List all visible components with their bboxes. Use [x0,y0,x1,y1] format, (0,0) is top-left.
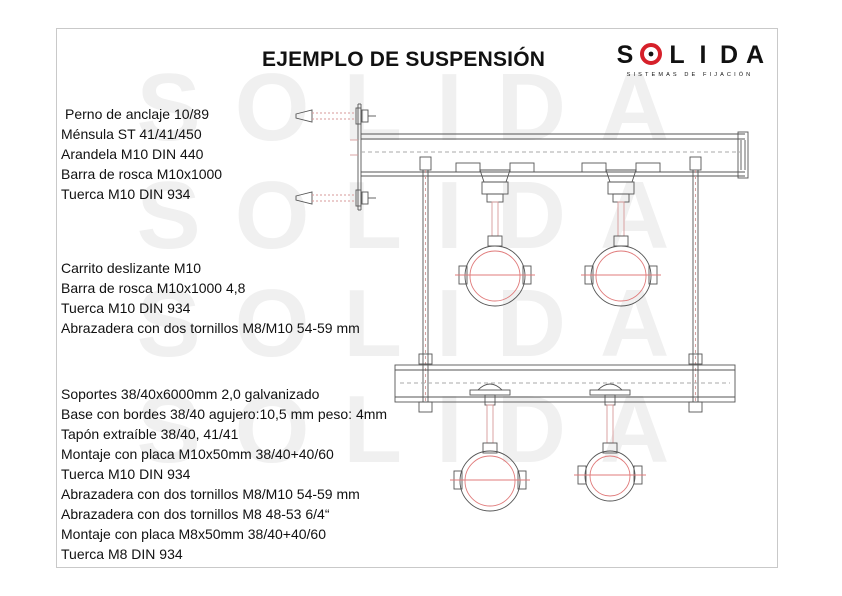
logo-letter: S [617,41,634,69]
list-item: Abrazadera con dos tornillos M8 48-53 6/… [61,506,330,522]
list-item: Arandela M10 DIN 440 [61,146,204,162]
list-item: Base con bordes 38/40 agujero:10,5 mm pe… [61,406,388,422]
lower-channel [394,364,736,403]
logo-letter: D [720,41,738,69]
pipe-clamp-upper-right [581,245,661,307]
watermark-text: SOLIDA [137,162,704,269]
pipe-clamp-upper-left [455,245,535,307]
list-item: Soportes 38/40x6000mm 2,0 galvanizado [61,386,320,402]
list-item: Barra de rosca M10x1000 [61,166,223,182]
watermark-text: SOLIDA [137,270,704,377]
list-item: Montaje con placa M10x50mm 38/40+40/60 [61,446,334,462]
list-item: Abrazadera con dos tornillos M8/M10 54-5… [61,320,360,336]
list-item: Perno de anclaje 10/89 [65,106,209,122]
drawing-frame [56,28,778,568]
list-item: Tapón extraíble 38/40, 41/41 [61,426,239,442]
pipe-clamp-lower-left [450,450,530,512]
parts-list-cart: Carrito deslizante M10 Barra de rosca M1… [61,258,360,338]
list-item: Barra de rosca M10x1000 4,8 [61,280,246,296]
list-item: Ménsula ST 41/41/450 [61,126,202,142]
logo-dot-icon [648,51,654,57]
threaded-rod-right [688,156,703,413]
bracket-plate [350,103,362,211]
logo-letter: I [700,41,707,69]
list-item: Carrito deslizante M10 [61,260,202,276]
list-item: Tuerca M8 DIN 934 [61,546,183,562]
plate-mount-right [589,383,631,454]
threaded-rod-left [418,156,433,413]
logo-tagline: SISTEMAS DE FIJACIÓN [627,71,754,78]
anchor-bolt-lower [295,189,376,207]
logo-letter: L [669,41,684,69]
parts-list-support: Soportes 38/40x6000mm 2,0 galvanizado Ba… [61,384,387,564]
watermark-text: SOLIDA [137,54,704,161]
list-item: Tuerca M10 DIN 934 [61,300,191,316]
watermark-text: SOLIDA [137,376,704,483]
list-item: Tuerca M10 DIN 934 [61,466,191,482]
sliding-cart-left [455,162,535,247]
logo-ring-icon [640,43,662,65]
pipe-clamp-lower-right [574,450,646,502]
list-item: Tuerca M10 DIN 934 [61,186,191,202]
logo-letter: A [746,41,764,69]
parts-list-bracket: Perno de anclaje 10/89 Ménsula ST 41/41/… [61,104,222,204]
list-item: Abrazadera con dos tornillos M8/M10 54-5… [61,486,360,502]
page-title: EJEMPLO DE SUSPENSIÓN [262,48,546,71]
suspension-diagram [295,103,749,512]
plate-mount-left [469,383,511,454]
upper-channel [361,131,749,179]
list-item: Montaje con placa M8x50mm 38/40+40/60 [61,526,326,542]
